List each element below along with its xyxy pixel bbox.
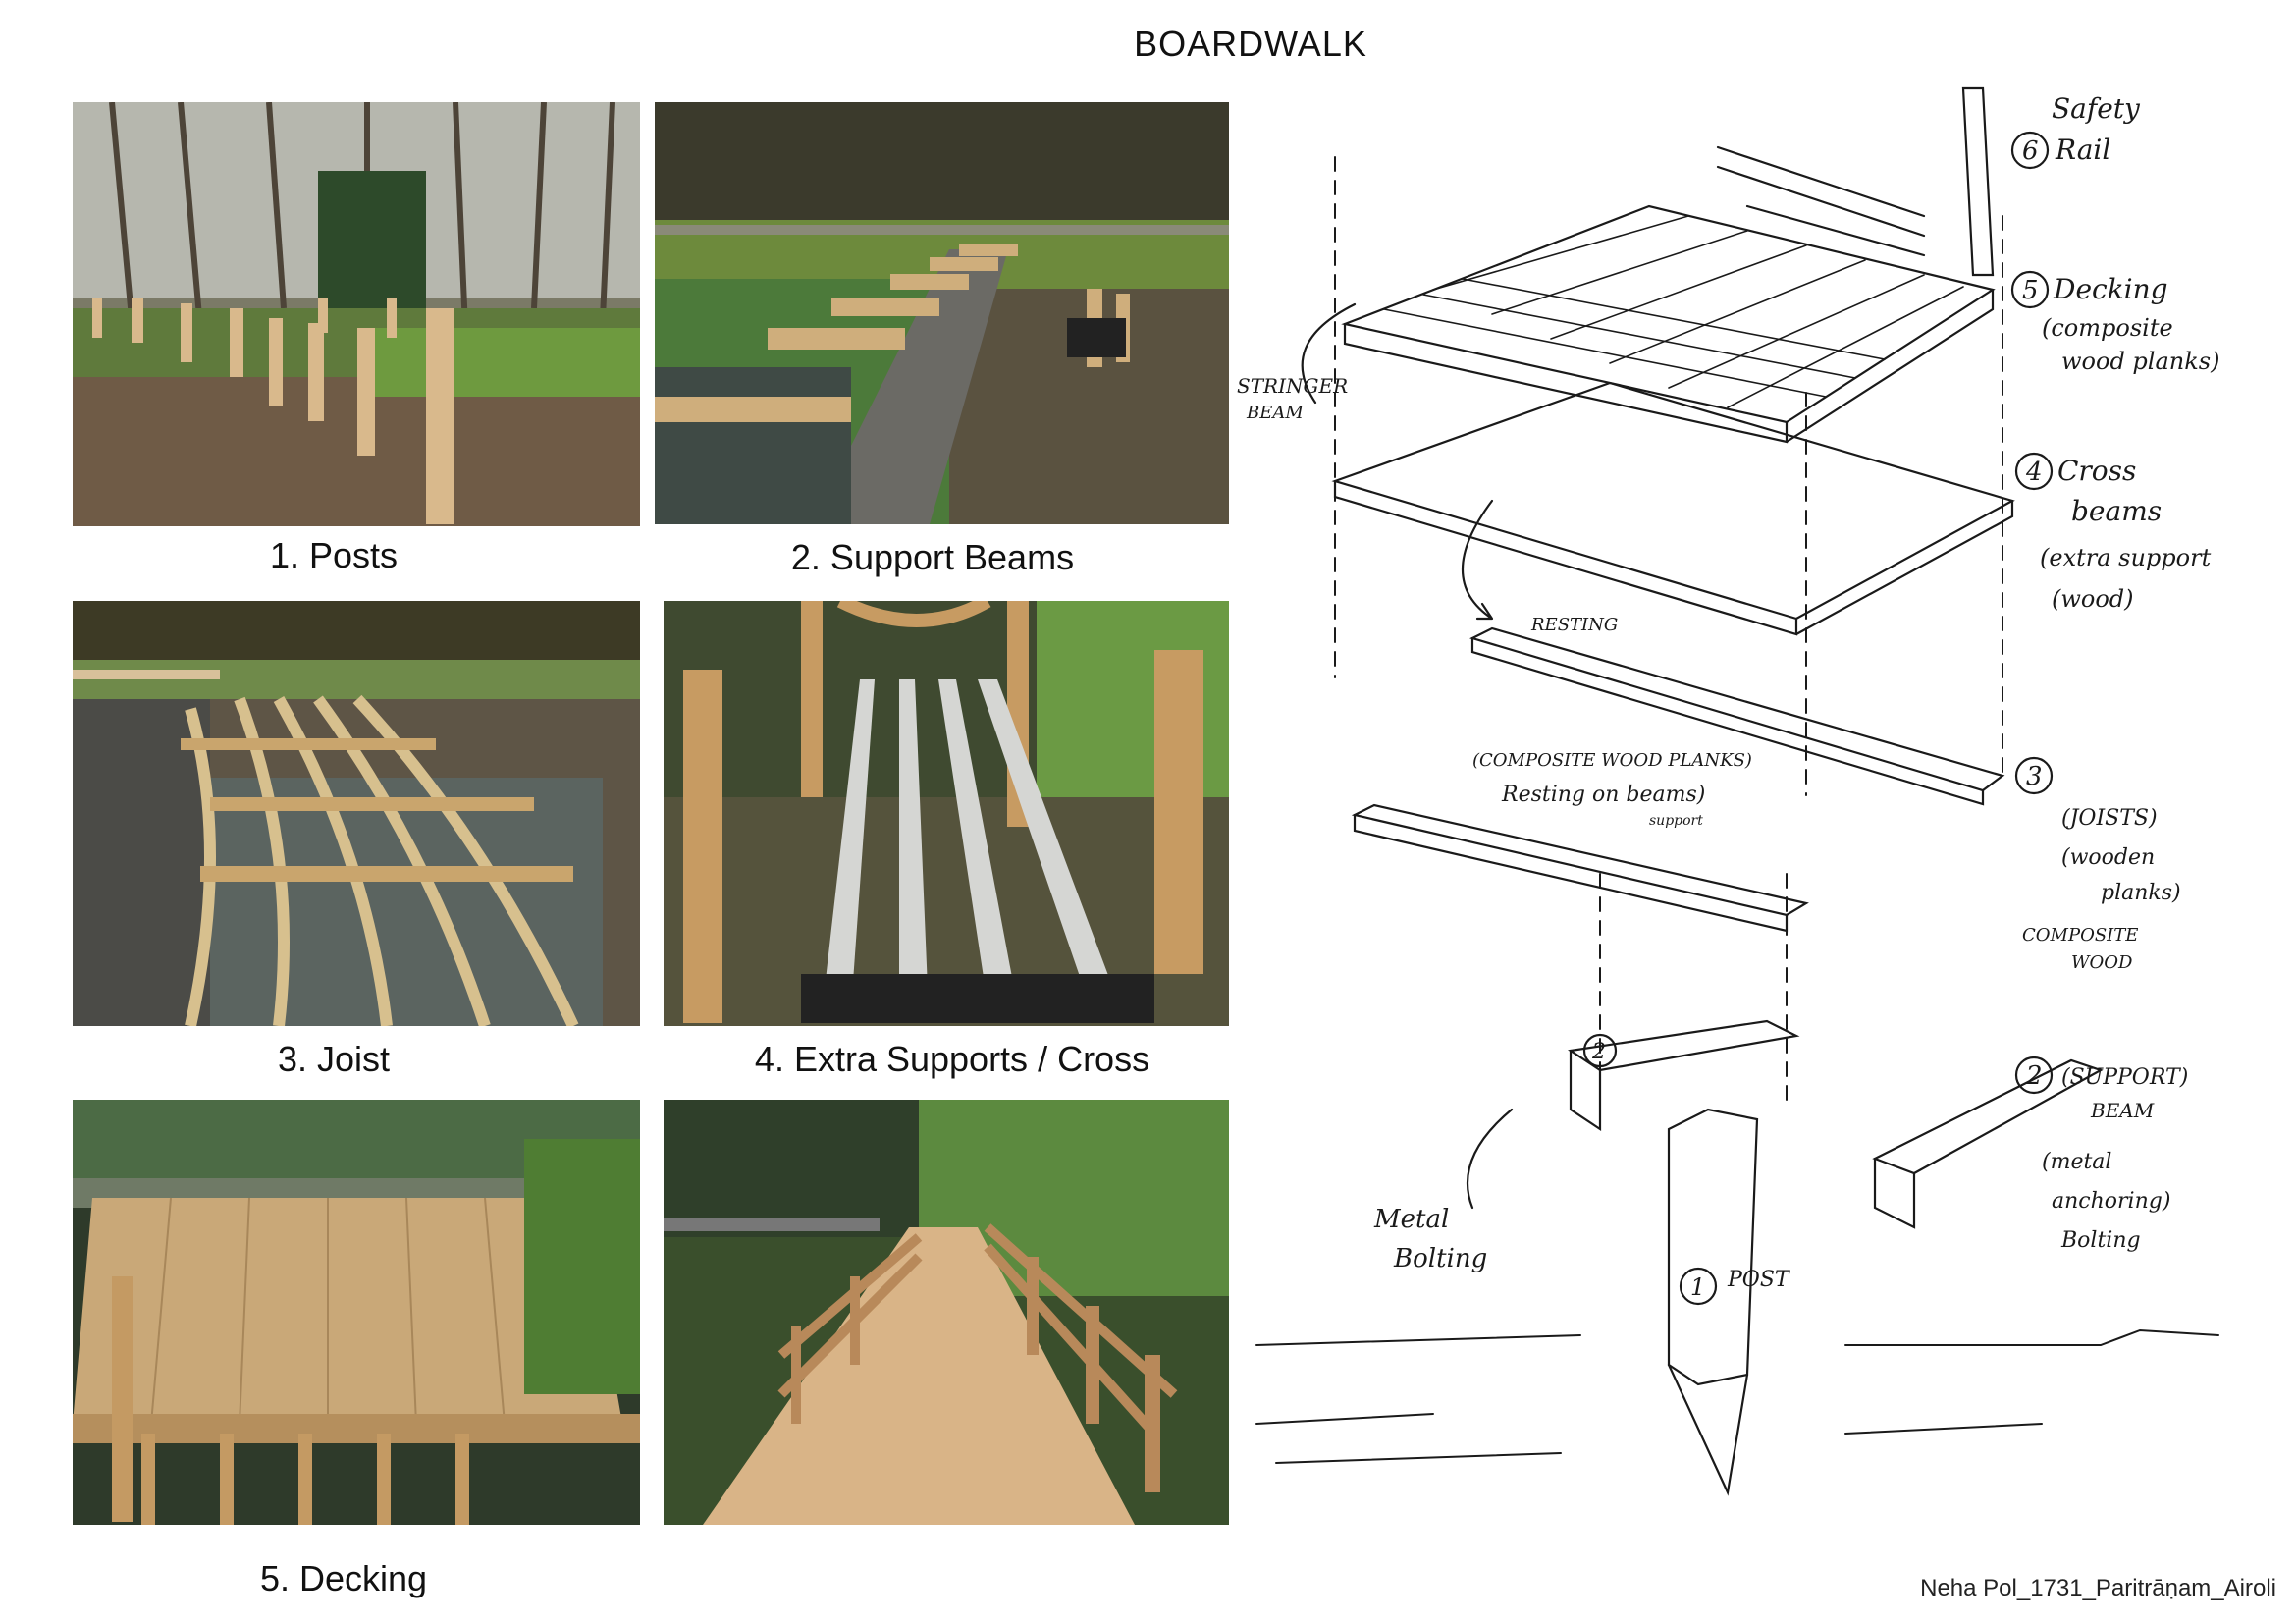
page-title: BOARDWALK (1134, 24, 1367, 64)
label-composite-wood: WOOD (2071, 952, 2133, 973)
label-bolting-left: Bolting (1393, 1244, 1487, 1273)
caption-support-beams: 2. Support Beams (790, 537, 1075, 577)
label-joist-number: 3 (2026, 762, 2043, 791)
caption-extra-supports: 4. Extra Supports / Cross (754, 1039, 1150, 1079)
label-wooden: (wooden (2061, 845, 2155, 870)
photo-extra-supports (664, 601, 1229, 1026)
label-joists: (JOISTS) (2061, 806, 2158, 831)
label-support: support (1649, 813, 1703, 829)
label-cross-number: 4 (2025, 458, 2043, 487)
label-beam-number: 2 (2025, 1061, 2043, 1091)
label-resting: RESTING (1530, 615, 1618, 635)
label-wood: (wood) (2052, 585, 2134, 613)
photo-posts (73, 102, 640, 526)
label-post-number: 1 (1690, 1273, 1705, 1301)
photo-support-beams (655, 102, 1229, 524)
author-credit: Neha Pol_1731_Paritrāṇam_Airoli (1920, 1575, 2276, 1601)
label-beams: beams (2071, 495, 2162, 527)
label-beam: BEAM (2090, 1099, 2155, 1122)
label-decking-sub-1: (composite (2042, 314, 2173, 342)
label-composite-planks: (COMPOSITE WOOD PLANKS) (1472, 750, 1752, 771)
photo-decking (73, 1100, 640, 1525)
photo-completed-boardwalk (664, 1100, 1229, 1525)
label-anchoring: anchoring) (2052, 1189, 2170, 1214)
caption-posts: 1. Posts (269, 535, 399, 575)
label-bolting-right: Bolting (2060, 1228, 2141, 1253)
label-stringer-beam: BEAM (1246, 403, 1304, 423)
label-planks: planks) (2101, 881, 2181, 905)
label-stringer: STRINGER (1237, 374, 1348, 398)
label-safety: Safety (2052, 92, 2141, 125)
label-support-beam: (SUPPORT) (2061, 1065, 2188, 1090)
caption-joist: 3. Joist (277, 1039, 391, 1079)
label-resting-on-beams: Resting on beams) (1501, 783, 1705, 807)
label-decking: Decking (2053, 273, 2168, 305)
label-extra-support: (extra support (2040, 544, 2212, 571)
label-decking-sub-2: wood planks) (2061, 348, 2219, 375)
label-post: POST (1727, 1268, 1791, 1292)
label-rail: Rail (2055, 134, 2110, 166)
label-left-beam-number: 2 (1591, 1040, 1606, 1064)
label-composite: COMPOSITE (2022, 925, 2138, 946)
label-safety-rail-number: 6 (2022, 136, 2039, 166)
caption-decking: 5. Decking (259, 1558, 428, 1598)
label-metal-left: Metal (1373, 1205, 1449, 1234)
label-cross: Cross (2057, 455, 2136, 487)
label-decking-number: 5 (2022, 276, 2039, 305)
exploded-axonometric-sketch: 6 Safety Rail 5 Decking (composite wood … (1237, 69, 2268, 1522)
photo-joist (73, 601, 640, 1026)
label-metal: (metal (2042, 1150, 2111, 1174)
